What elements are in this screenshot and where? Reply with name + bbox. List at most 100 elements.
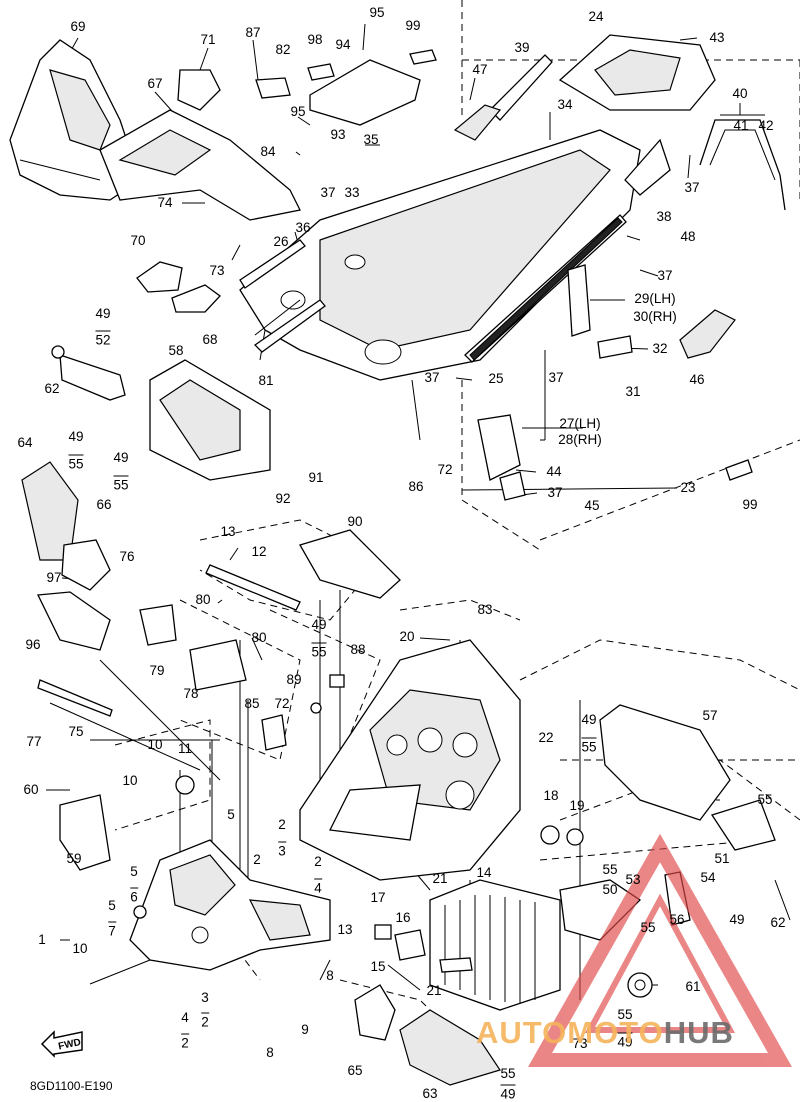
callout-90: 90 bbox=[347, 514, 363, 529]
callout-55-h: 55 bbox=[640, 920, 656, 935]
callout-10-a: 10 bbox=[147, 737, 163, 752]
fwd-label: FWD bbox=[57, 1037, 82, 1052]
callout-13-a: 13 bbox=[220, 524, 236, 539]
callout-61: 61 bbox=[685, 979, 701, 994]
callout-63: 63 bbox=[422, 1086, 438, 1101]
callout-78: 78 bbox=[183, 686, 199, 701]
callout-99-top: 99 bbox=[405, 18, 421, 33]
callout-46: 46 bbox=[689, 372, 705, 387]
callout-66: 66 bbox=[96, 497, 112, 512]
callout-83: 83 bbox=[477, 602, 493, 617]
callout-47: 47 bbox=[472, 62, 488, 77]
callout-81: 81 bbox=[258, 373, 274, 388]
callout-55-d: 55 bbox=[311, 642, 327, 660]
callout-14: 14 bbox=[476, 865, 492, 880]
bracket-79 bbox=[139, 604, 177, 646]
callout-27lh: 27(LH) bbox=[559, 416, 601, 431]
callout-49-d: 49 bbox=[311, 617, 327, 632]
bracket-44 bbox=[499, 471, 526, 501]
callout-62-a: 62 bbox=[44, 381, 60, 396]
callout-10-b: 10 bbox=[122, 773, 138, 788]
heat-exchanger-fins bbox=[444, 895, 536, 1003]
callout-10-c: 10 bbox=[72, 941, 88, 956]
bracket-52 bbox=[59, 354, 126, 401]
forward-arrow-icon: FWD bbox=[40, 1030, 83, 1058]
callout-41: 41 bbox=[733, 118, 749, 133]
callout-20: 20 bbox=[399, 629, 415, 644]
callout-49-g: 49 bbox=[617, 1032, 633, 1050]
callout-2-e: 2 bbox=[181, 1033, 189, 1051]
watermark-logo-part2: HUB bbox=[663, 1015, 734, 1050]
plate-90 bbox=[299, 529, 401, 599]
guard-66 bbox=[61, 539, 111, 591]
watermark-triangle bbox=[527, 833, 793, 1067]
guard-65 bbox=[354, 984, 396, 1041]
callout-49-c: 49 bbox=[113, 450, 129, 465]
callout-51: 51 bbox=[714, 851, 730, 866]
callout-11: 11 bbox=[177, 741, 193, 756]
callout-2-c: 2 bbox=[314, 854, 322, 869]
bracket-38 bbox=[624, 138, 671, 196]
callout-37-b: 37 bbox=[684, 180, 700, 195]
plate-82 bbox=[255, 77, 291, 99]
callout-58: 58 bbox=[168, 343, 184, 358]
callout-52: 52 bbox=[95, 330, 111, 348]
guard-58-face bbox=[159, 379, 241, 461]
callout-3-b: 3 bbox=[201, 990, 209, 1005]
bracket-27 bbox=[477, 414, 521, 481]
tunnel-frame bbox=[239, 129, 641, 381]
callout-68: 68 bbox=[202, 332, 218, 347]
bumper-57 bbox=[599, 704, 731, 821]
callout-31: 31 bbox=[625, 384, 641, 399]
callout-75: 75 bbox=[68, 724, 84, 739]
callout-50: 50 bbox=[602, 882, 618, 897]
callout-39: 39 bbox=[514, 40, 530, 55]
callout-19: 19 bbox=[569, 798, 585, 813]
callout-21-b: 21 bbox=[426, 983, 442, 998]
collar-17 bbox=[374, 924, 392, 940]
callout-88: 88 bbox=[350, 642, 366, 657]
callout-89: 89 bbox=[286, 672, 302, 687]
callout-54: 54 bbox=[700, 870, 716, 885]
diagram-reference-code: 8GD1100-E190 bbox=[30, 1079, 113, 1093]
callout-49-f: 49 bbox=[729, 912, 745, 927]
cover-94 bbox=[309, 59, 421, 126]
label-99-top bbox=[409, 49, 437, 65]
callout-55-e: 55 bbox=[581, 737, 597, 755]
callout-92: 92 bbox=[275, 491, 291, 506]
pad-68 bbox=[171, 284, 221, 313]
callout-79: 79 bbox=[149, 663, 165, 678]
callout-43: 43 bbox=[709, 30, 725, 45]
callout-48: 48 bbox=[680, 229, 696, 244]
callout-77: 77 bbox=[26, 734, 42, 749]
callout-24: 24 bbox=[588, 9, 604, 24]
pad-70 bbox=[136, 261, 183, 293]
plate-32 bbox=[597, 335, 633, 359]
callout-55-j: 55 bbox=[500, 1066, 516, 1081]
callout-21-a: 21 bbox=[432, 871, 448, 886]
callout-12: 12 bbox=[251, 544, 267, 559]
callout-72-b: 72 bbox=[274, 696, 290, 711]
front-frame bbox=[299, 639, 521, 881]
watermark-logo-part1: AUTOMOTO bbox=[476, 1015, 664, 1050]
label-99 bbox=[725, 459, 753, 481]
callout-5-a: 5 bbox=[227, 807, 235, 822]
callout-28rh: 28(RH) bbox=[558, 432, 602, 447]
callout-37-a: 37 bbox=[320, 185, 336, 200]
callout-4-b: 4 bbox=[181, 1010, 189, 1025]
callout-99: 99 bbox=[742, 497, 758, 512]
callout-25: 25 bbox=[488, 371, 504, 386]
callout-55-b: 55 bbox=[68, 454, 84, 472]
callout-87: 87 bbox=[245, 25, 261, 40]
callout-5-c: 5 bbox=[108, 898, 116, 913]
callout-96: 96 bbox=[25, 637, 41, 652]
callout-8-a: 8 bbox=[326, 968, 334, 983]
steering-bracket bbox=[99, 109, 301, 221]
bracket-51 bbox=[710, 799, 776, 851]
callout-26: 26 bbox=[273, 234, 289, 249]
callout-2-a: 2 bbox=[278, 817, 286, 832]
callout-70: 70 bbox=[130, 233, 146, 248]
callout-73-top: 73 bbox=[209, 263, 225, 278]
callout-9: 9 bbox=[301, 1022, 309, 1037]
